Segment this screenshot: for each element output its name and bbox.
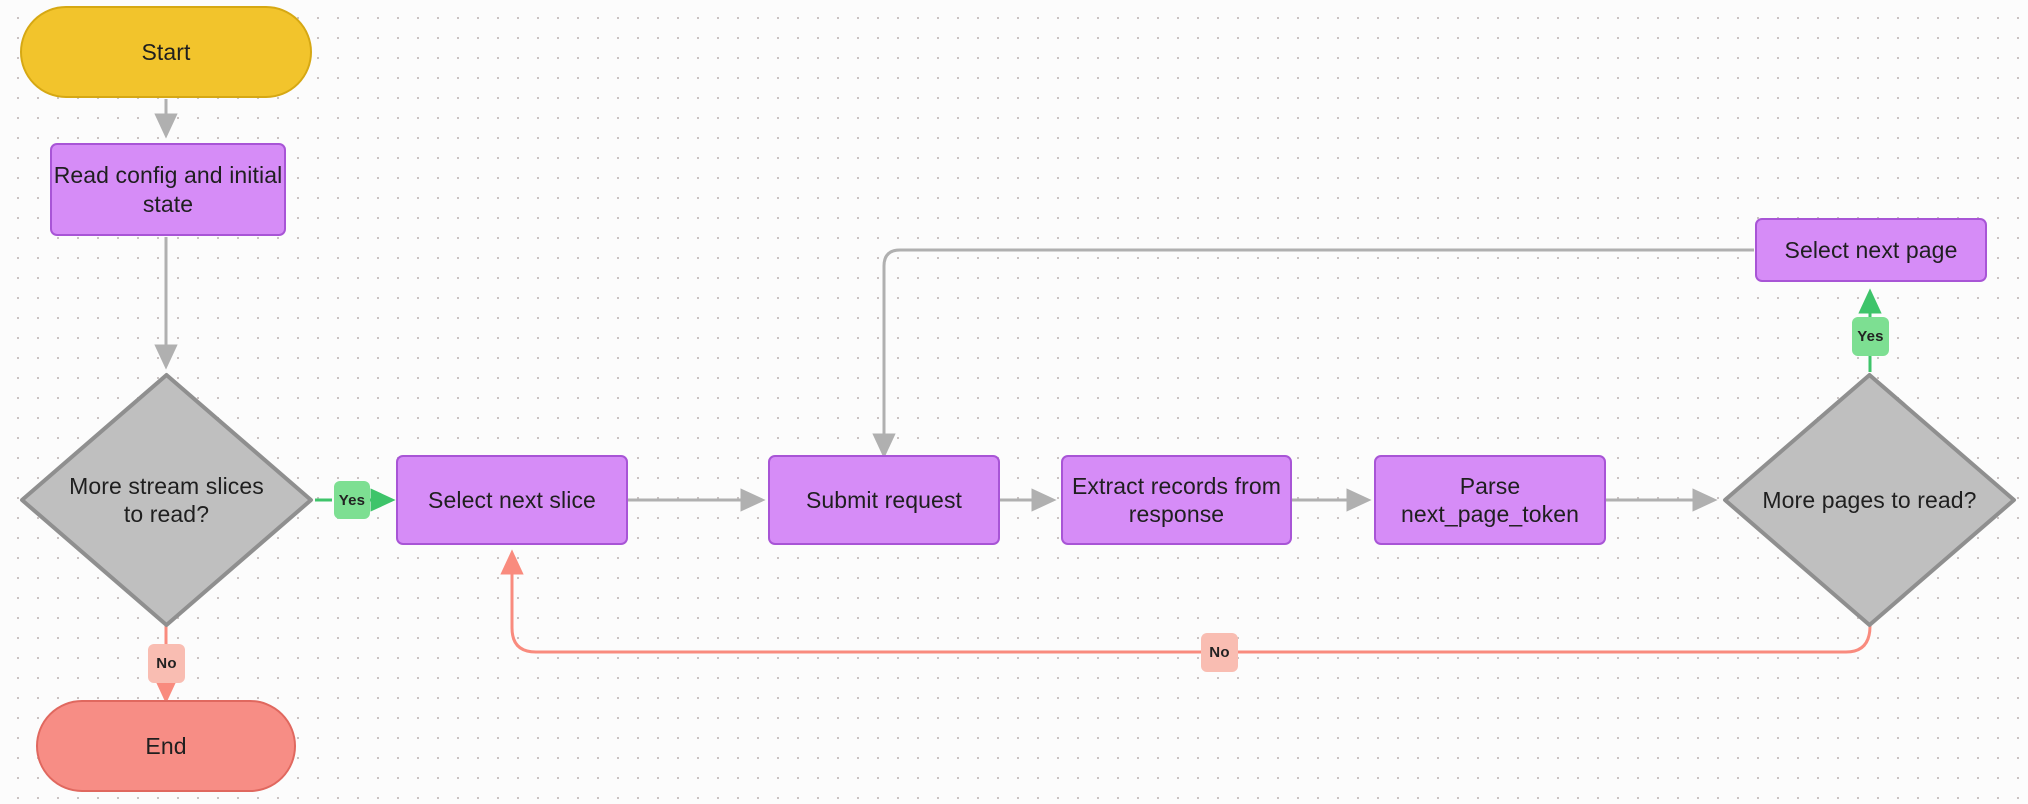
edge-label-more-pages-yes-text: Yes bbox=[1857, 328, 1884, 345]
diamond-shape-icon bbox=[20, 373, 313, 627]
edge-label-more-pages-no-text: No bbox=[1209, 644, 1230, 661]
edge-label-more-slices-yes: Yes bbox=[334, 481, 370, 519]
edge-select-page-to-submit-request bbox=[872, 248, 1754, 459]
node-parse-next-page-token-label: Parse next_page_token bbox=[1401, 472, 1579, 527]
edge-label-more-slices-no: No bbox=[148, 644, 185, 683]
node-more-pages-label: More pages to read? bbox=[1762, 486, 1977, 513]
node-more-stream-slices[interactable]: More stream slices to read? bbox=[19, 372, 314, 628]
edge-label-more-slices-yes-text: Yes bbox=[338, 491, 366, 509]
node-more-pages[interactable]: More pages to read? bbox=[1722, 372, 2017, 628]
edge-label-more-slices-no-text: No bbox=[156, 655, 177, 672]
node-start[interactable]: Start bbox=[20, 6, 312, 98]
edge-more-pages-no-to-select-slice bbox=[500, 549, 1872, 654]
node-read-config-label: Read config and initial state bbox=[53, 162, 283, 217]
node-submit-request[interactable]: Submit request bbox=[768, 455, 1000, 545]
node-extract-records[interactable]: Extract records from response bbox=[1061, 455, 1292, 545]
node-select-next-slice-label: Select next slice bbox=[428, 486, 596, 513]
node-parse-next-page-token[interactable]: Parse next_page_token bbox=[1374, 455, 1606, 545]
node-end-label: End bbox=[145, 732, 187, 759]
node-more-stream-slices-label: More stream slices to read? bbox=[69, 472, 264, 527]
node-select-next-slice[interactable]: Select next slice bbox=[396, 455, 628, 545]
node-extract-records-label: Extract records from response bbox=[1071, 472, 1282, 527]
node-end[interactable]: End bbox=[36, 700, 296, 792]
node-start-label: Start bbox=[141, 38, 191, 65]
diamond-shape-icon bbox=[1723, 373, 2016, 627]
node-submit-request-label: Submit request bbox=[805, 486, 963, 513]
node-select-next-page-label: Select next page bbox=[1784, 236, 1958, 263]
edge-label-more-pages-yes: Yes bbox=[1852, 317, 1889, 356]
edge-label-more-pages-no: No bbox=[1201, 633, 1238, 672]
node-read-config[interactable]: Read config and initial state bbox=[50, 143, 286, 236]
node-select-next-page[interactable]: Select next page bbox=[1755, 218, 1987, 282]
